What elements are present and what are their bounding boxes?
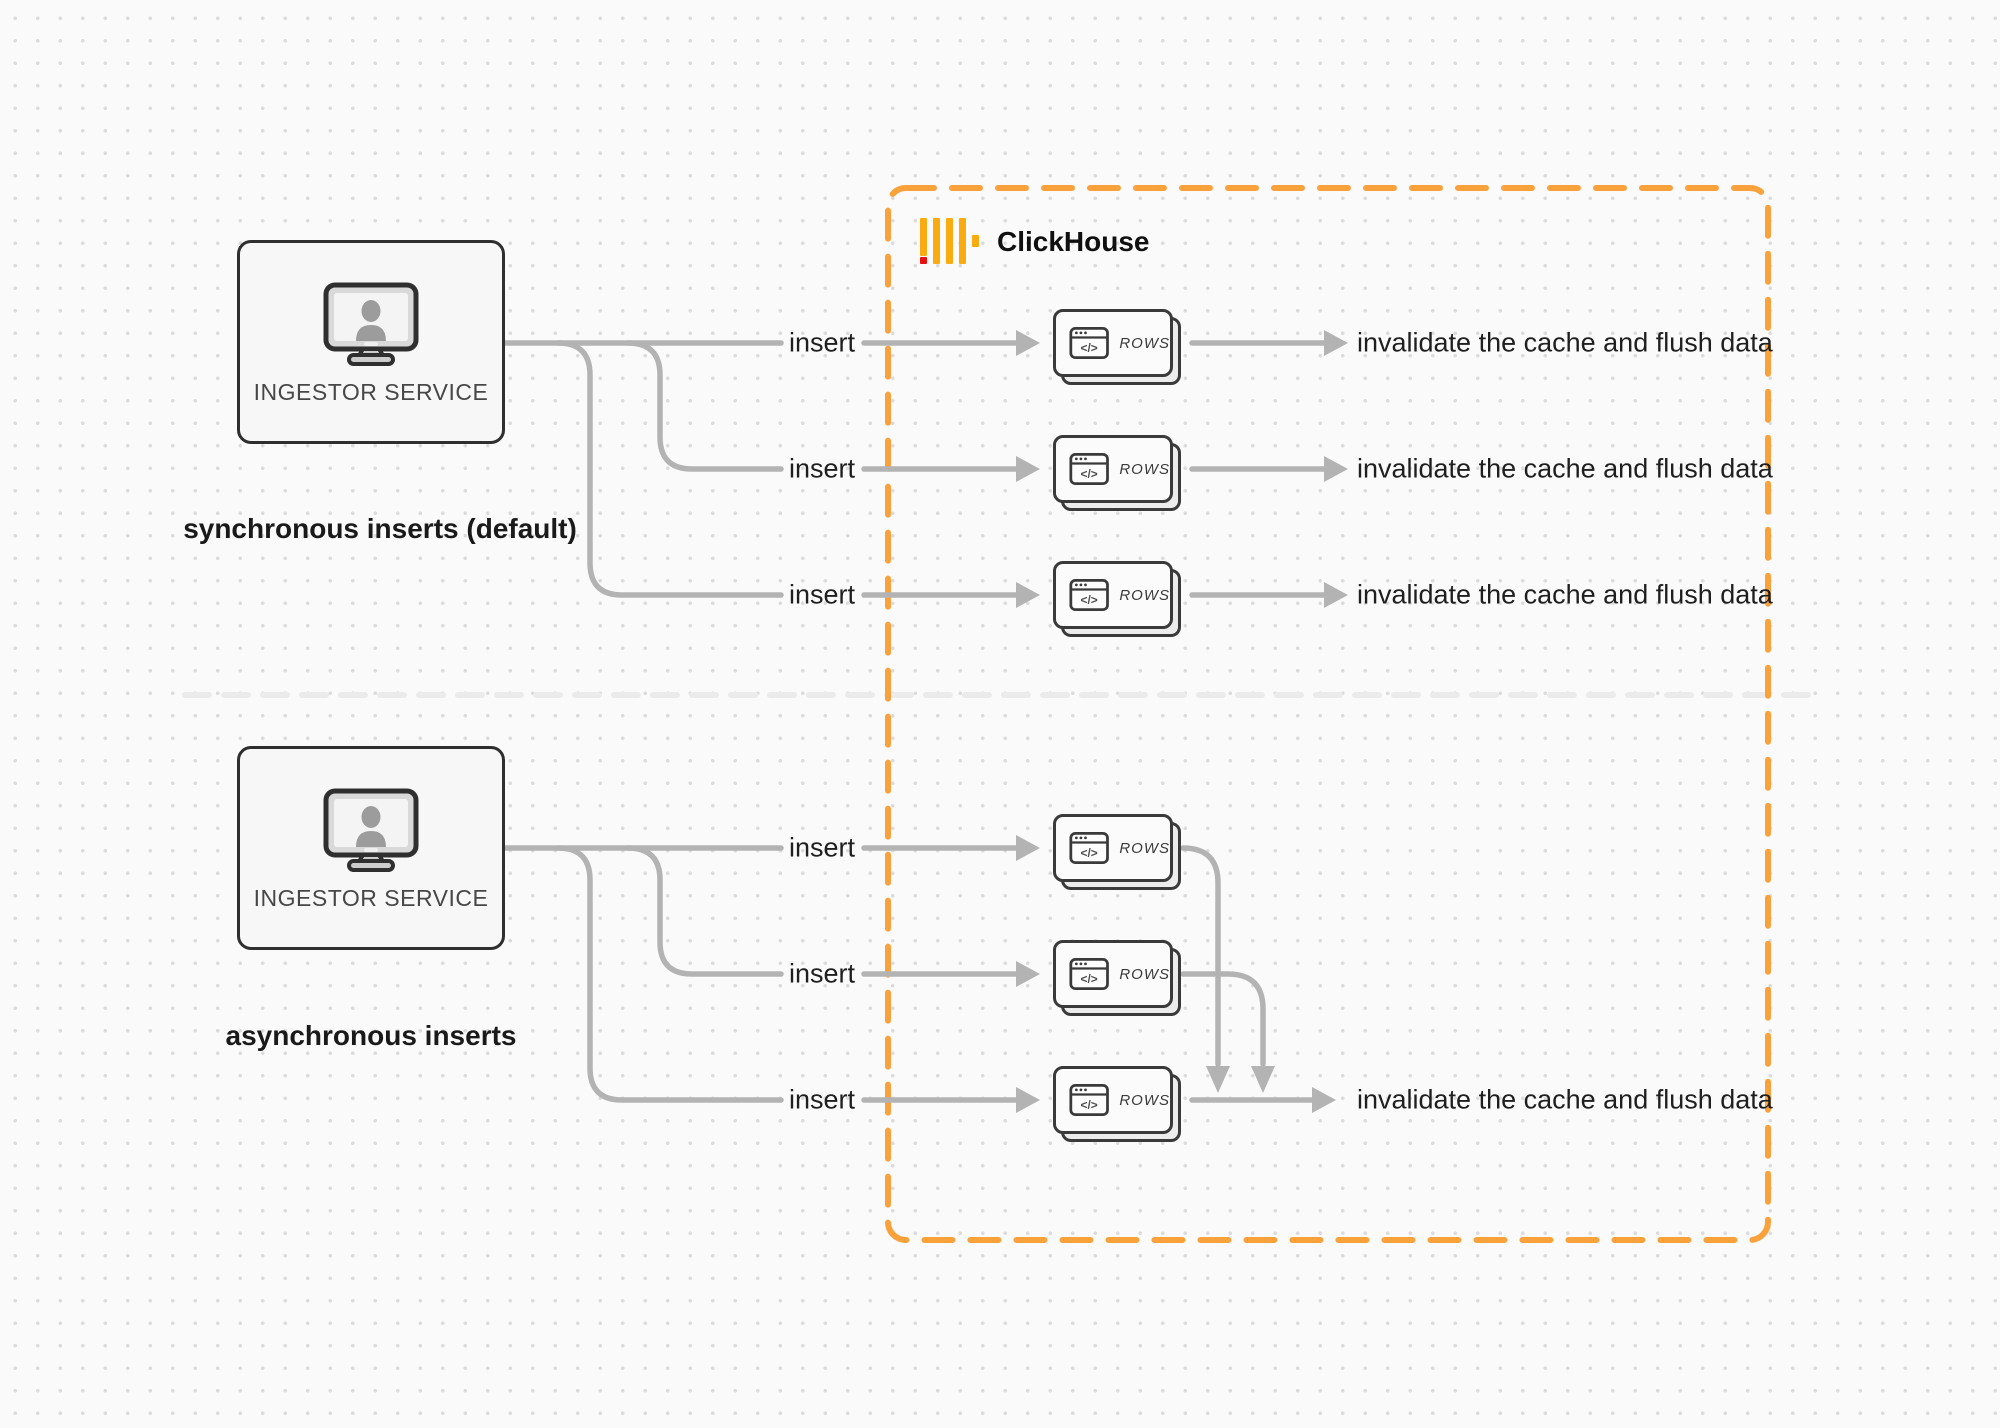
clickhouse-zone-border <box>885 185 1771 1243</box>
rows-label: ROWS <box>1119 1091 1170 1109</box>
invalidate-label: invalidate the cache and flush data <box>1357 453 1773 484</box>
rows-card-front: </> ROWS <box>1053 940 1173 1008</box>
monitor-user-icon <box>323 282 419 366</box>
arrowhead-icon <box>1016 835 1040 861</box>
rows-label: ROWS <box>1119 460 1170 478</box>
rows-card: </> ROWS <box>1053 940 1181 1016</box>
svg-text:</>: </> <box>1081 1098 1098 1112</box>
sync-ingestor-node: INGESTOR SERVICE <box>237 240 505 444</box>
svg-text:</>: </> <box>1081 593 1098 607</box>
async-merge-line-row1 <box>1180 845 1221 1067</box>
rows-card: </> ROWS <box>1053 561 1181 637</box>
rows-card-front: </> ROWS <box>1053 1066 1173 1134</box>
async-branch-row2 <box>625 845 784 977</box>
svg-text:</>: </> <box>1081 341 1098 355</box>
async-branch-row3 <box>555 845 784 1103</box>
code-window-icon: </> <box>1069 452 1109 486</box>
ingestor-label: INGESTOR SERVICE <box>253 884 489 911</box>
arrowhead-icon <box>1324 582 1348 608</box>
insert-label: insert <box>788 579 856 610</box>
arrowhead-icon <box>1016 961 1040 987</box>
rows-card: </> ROWS <box>1053 1066 1181 1142</box>
rows-label: ROWS <box>1119 839 1170 857</box>
rows-card-front: </> ROWS <box>1053 561 1173 629</box>
monitor-user-icon <box>323 788 419 872</box>
arrowhead-icon <box>1324 456 1348 482</box>
code-window-icon: </> <box>1069 578 1109 612</box>
invalidate-label: invalidate the cache and flush data <box>1357 1084 1773 1115</box>
invalidate-label: invalidate the cache and flush data <box>1357 327 1773 358</box>
arrowhead-icon <box>1016 582 1040 608</box>
sync-branch-row3 <box>555 340 784 598</box>
sync-caption: synchronous inserts (default) <box>183 513 577 544</box>
insert-label: insert <box>788 327 856 358</box>
rows-card-front: </> ROWS <box>1053 309 1173 377</box>
rows-card-front: </> ROWS <box>1053 814 1173 882</box>
async-merge-line-row2 <box>1180 971 1266 1067</box>
clickhouse-label: ClickHouse <box>997 226 1150 257</box>
insert-label: insert <box>788 1084 856 1115</box>
arrowhead-icon <box>1016 330 1040 356</box>
async-caption: asynchronous inserts <box>225 1020 517 1051</box>
rows-card: </> ROWS <box>1053 309 1181 385</box>
rows-label: ROWS <box>1119 586 1170 604</box>
arrowhead-down-icon <box>1251 1066 1275 1093</box>
insert-label: insert <box>788 958 856 989</box>
code-window-icon: </> <box>1069 326 1109 360</box>
code-window-icon: </> <box>1069 831 1109 865</box>
svg-text:</>: </> <box>1081 972 1098 986</box>
ingestor-label: INGESTOR SERVICE <box>253 378 489 405</box>
sync-branch-row2 <box>625 340 784 472</box>
async-ingestor-node: INGESTOR SERVICE <box>237 746 505 950</box>
clickhouse-logo-red-accent <box>920 257 927 264</box>
invalidate-label: invalidate the cache and flush data <box>1357 579 1773 610</box>
code-window-icon: </> <box>1069 957 1109 991</box>
rows-label: ROWS <box>1119 965 1170 983</box>
arrowhead-down-icon <box>1206 1066 1230 1093</box>
arrowhead-icon <box>1312 1087 1336 1113</box>
rows-card: </> ROWS <box>1053 814 1181 890</box>
clickhouse-logo-icon <box>920 218 979 264</box>
arrowhead-icon <box>1016 456 1040 482</box>
rows-label: ROWS <box>1119 334 1170 352</box>
arrowhead-icon <box>1324 330 1348 356</box>
rows-card: </> ROWS <box>1053 435 1181 511</box>
insert-label: insert <box>788 832 856 863</box>
svg-text:</>: </> <box>1081 846 1098 860</box>
arrowhead-icon <box>1016 1087 1040 1113</box>
insert-label: insert <box>788 453 856 484</box>
svg-text:</>: </> <box>1081 467 1098 481</box>
code-window-icon: </> <box>1069 1083 1109 1117</box>
rows-card-front: </> ROWS <box>1053 435 1173 503</box>
